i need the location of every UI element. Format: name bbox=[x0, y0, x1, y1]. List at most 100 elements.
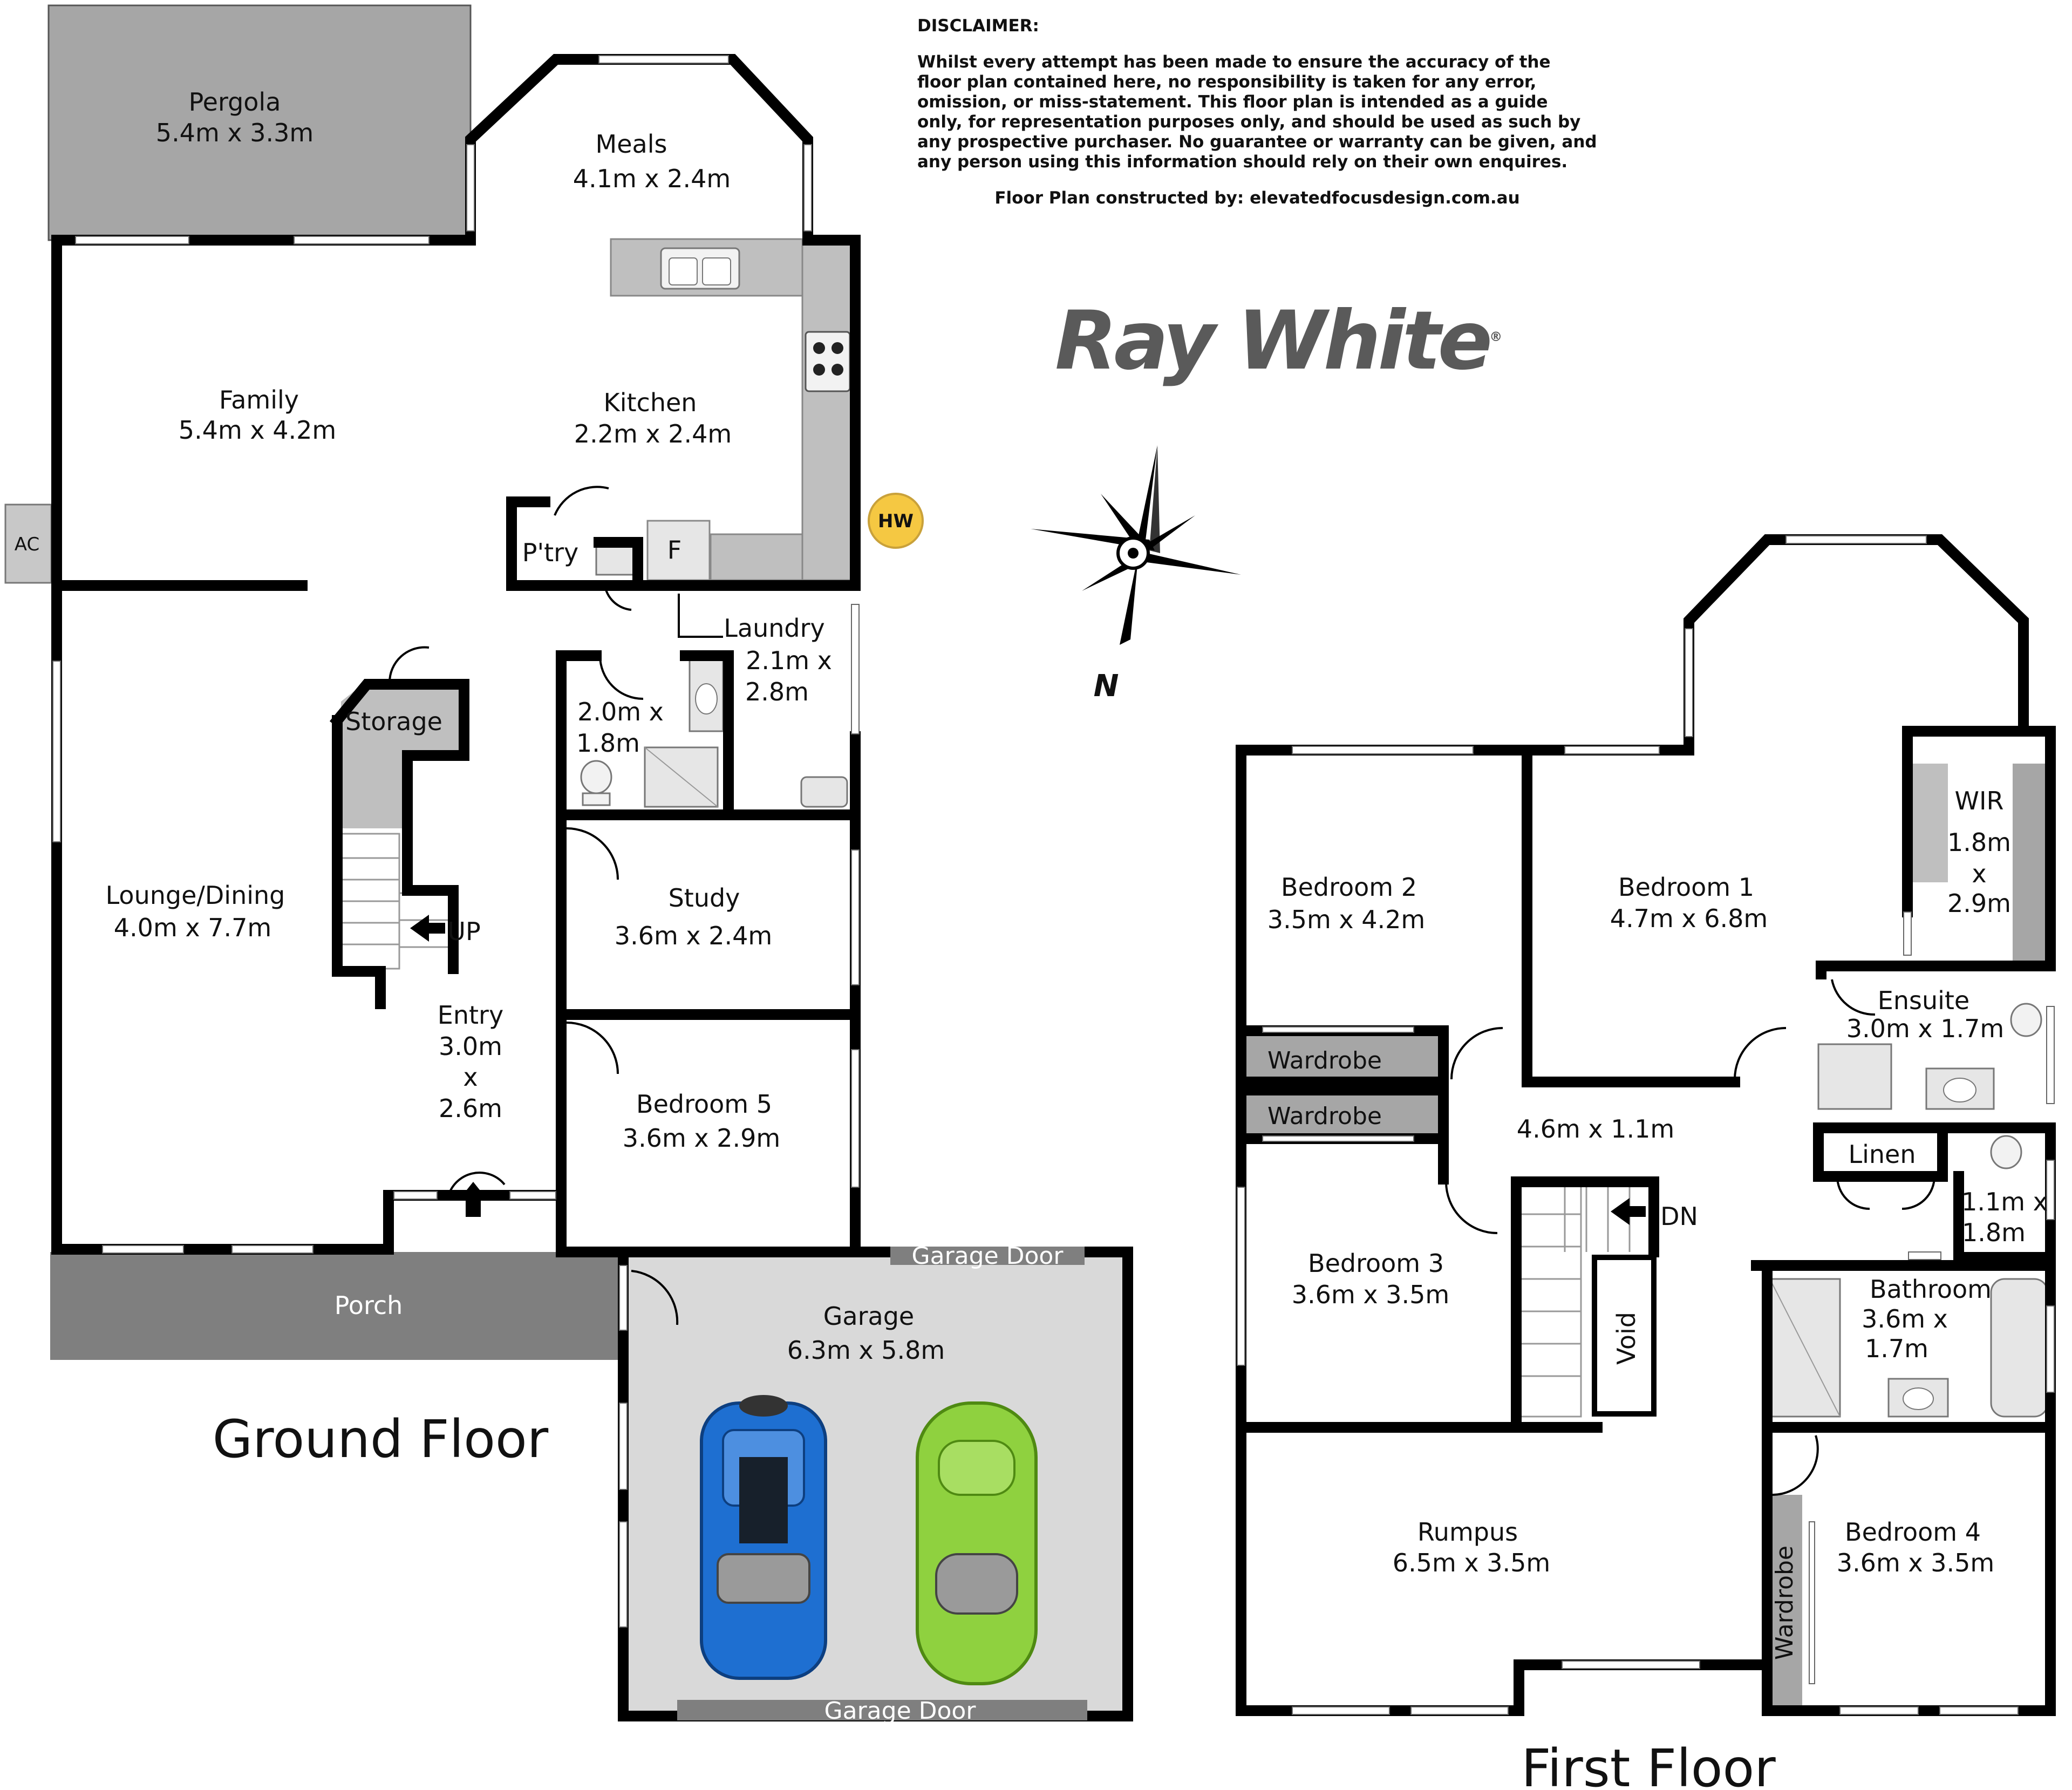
first-wc-wall bbox=[1942, 1122, 2056, 1263]
ground-floor-labels: Pergola 5.4m x 3.3m Meals 4.1m x 2.4m Fa… bbox=[15, 87, 1064, 1725]
toilet-cistern bbox=[582, 792, 611, 806]
plan-credit: Floor Plan constructed by: elevatedfocus… bbox=[994, 188, 1520, 208]
lounge-label: Lounge/Dining bbox=[106, 881, 285, 910]
meals-label: Meals bbox=[596, 130, 667, 159]
bath-shower-diag bbox=[1769, 1278, 1841, 1417]
kitchen-bench-side bbox=[801, 238, 855, 581]
logo-text: Ray White bbox=[1055, 294, 1492, 388]
sink-bowl-left bbox=[669, 257, 698, 285]
first-linen-wall bbox=[1813, 1122, 1948, 1182]
door-swing-entry bbox=[447, 1172, 506, 1199]
bathroom-size-2: 1.7m bbox=[1865, 1334, 1928, 1363]
registered-mark: ® bbox=[1489, 329, 1503, 344]
bathroom-size-1: 3.6m x bbox=[1862, 1304, 1948, 1333]
wardrobe-c-label: Wardrobe bbox=[1771, 1546, 1798, 1660]
laundry-size-2: 2.8m bbox=[745, 677, 809, 706]
ground-windows bbox=[52, 55, 860, 1628]
burner-1 bbox=[813, 342, 825, 354]
hw-label: HW bbox=[878, 511, 914, 532]
bedroom2-size: 3.5m x 4.2m bbox=[1267, 905, 1425, 934]
void-label: Void bbox=[1612, 1312, 1641, 1365]
ground-stair-wall bbox=[332, 715, 386, 1009]
shower-diagonal bbox=[644, 747, 718, 807]
porch-label: Porch bbox=[335, 1291, 403, 1320]
bathroom-label: Bathroom bbox=[1870, 1275, 1992, 1304]
laundry-size-1: 2.1m x bbox=[746, 646, 832, 675]
garage-door-bottom-label: Garage Door bbox=[824, 1697, 977, 1725]
first-floor-plan bbox=[1236, 534, 2056, 1716]
wardrobe-a bbox=[1246, 1031, 1438, 1082]
linen-label: Linen bbox=[1848, 1140, 1916, 1169]
cooktop-icon bbox=[805, 331, 851, 392]
bath-size-1: 2.0m x bbox=[577, 697, 664, 726]
porch-area bbox=[50, 1252, 622, 1360]
door-swing-study bbox=[566, 827, 619, 880]
storage-area bbox=[341, 681, 459, 828]
entry-label: Entry bbox=[438, 1001, 503, 1030]
disclaimer-body: Whilst every attempt has been made to en… bbox=[917, 52, 1597, 172]
ensuite-basin bbox=[1943, 1078, 1976, 1102]
basin-bowl bbox=[695, 683, 718, 714]
door-swing-bed3 bbox=[1445, 1181, 1498, 1234]
door-swing-ensuite bbox=[1831, 979, 1876, 1016]
bedroom1-size: 4.7m x 6.8m bbox=[1610, 904, 1768, 933]
lounge-size: 4.0m x 7.7m bbox=[114, 913, 271, 942]
wir-size-3: 2.9m bbox=[1947, 889, 2011, 918]
hot-water-unit-icon bbox=[868, 493, 924, 549]
dn-arrow-icon bbox=[1611, 1198, 1646, 1225]
first-top-wall bbox=[1236, 534, 2029, 756]
kitchen-label: Kitchen bbox=[604, 388, 697, 417]
laundry-label: Laundry bbox=[724, 614, 824, 643]
first-floor-title: First Floor bbox=[1521, 1738, 1776, 1790]
pergola-size: 5.4m x 3.3m bbox=[156, 118, 313, 147]
rumpus-label: Rumpus bbox=[1417, 1517, 1518, 1547]
garage-door-top-label: Garage Door bbox=[912, 1242, 1064, 1270]
door-swing-bed5 bbox=[566, 1022, 619, 1074]
door-swing-bed1 bbox=[1734, 1027, 1787, 1080]
ac-label: AC bbox=[15, 534, 39, 555]
garage-door-top bbox=[890, 1247, 1085, 1265]
hall-size: 4.6m x 1.1m bbox=[1517, 1114, 1674, 1144]
toilet-icon bbox=[580, 760, 612, 794]
first-stair-wall bbox=[1511, 1176, 1659, 1433]
bedroom5-size: 3.6m x 2.9m bbox=[623, 1124, 780, 1153]
entry-size-2: x bbox=[463, 1063, 478, 1092]
bath-size-2: 1.8m bbox=[576, 729, 640, 758]
door-swing-garage bbox=[631, 1270, 679, 1325]
ground-meals-bay bbox=[465, 54, 861, 591]
wardrobe-b-label: Wardrobe bbox=[1267, 1102, 1382, 1130]
family-label: Family bbox=[219, 385, 299, 414]
bedroom4-size: 3.6m x 3.5m bbox=[1837, 1548, 1994, 1577]
ground-stairs-icon bbox=[336, 833, 451, 970]
wardrobe-b bbox=[1246, 1090, 1438, 1136]
wir-label: WIR bbox=[1954, 786, 2003, 815]
wardrobe-a-label: Wardrobe bbox=[1267, 1047, 1382, 1074]
first-ensuite-wall bbox=[1816, 961, 1921, 979]
ground-cupboard bbox=[594, 537, 643, 591]
entry-size-1: 3.0m bbox=[439, 1032, 502, 1061]
wc-size-1: 1.1m x bbox=[1961, 1187, 2048, 1216]
up-label: UP bbox=[447, 917, 480, 946]
ensuite-shower-icon bbox=[1817, 1043, 1892, 1110]
kitchen-bench-bottom bbox=[710, 533, 803, 581]
ensuite-size: 3.0m x 1.7m bbox=[1846, 1014, 2004, 1043]
ground-outer-wall bbox=[51, 235, 476, 1255]
compass-rose-icon bbox=[1031, 445, 1241, 645]
door-swing-linen bbox=[1836, 1176, 1935, 1210]
bedroom4-label: Bedroom 4 bbox=[1845, 1517, 1981, 1547]
wc-toilet-icon bbox=[1990, 1135, 2022, 1169]
ground-pantry-wall bbox=[506, 496, 550, 591]
void-box bbox=[1592, 1255, 1657, 1417]
kitchen-size: 2.2m x 2.4m bbox=[574, 419, 732, 448]
wc-size-2: 1.8m bbox=[1962, 1218, 2026, 1247]
door-swing-bath bbox=[599, 655, 644, 700]
ground-floor-title: Ground Floor bbox=[213, 1409, 549, 1469]
burner-3 bbox=[813, 364, 825, 376]
compass-north-label: N bbox=[1094, 669, 1119, 704]
ground-bath-wall bbox=[556, 650, 734, 820]
ray-white-logo: Ray White® bbox=[1055, 294, 1502, 388]
wir-shelf-right bbox=[2013, 764, 2050, 963]
pergola-label: Pergola bbox=[189, 87, 281, 117]
meals-size: 4.1m x 2.4m bbox=[573, 164, 731, 193]
